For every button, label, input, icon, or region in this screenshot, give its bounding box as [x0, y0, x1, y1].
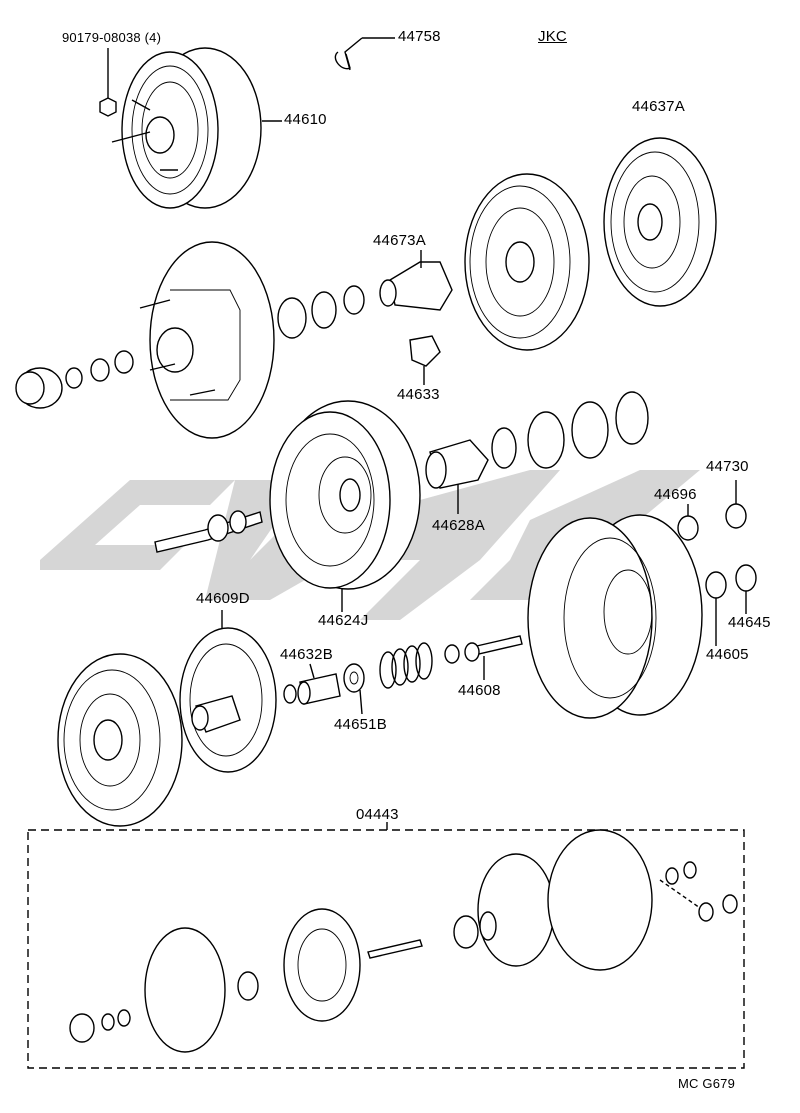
rod-44608 — [444, 635, 523, 680]
valve-body-44673A — [379, 261, 453, 311]
diaphragm-disc — [464, 173, 590, 351]
label-90179-08038: 90179-08038 (4) — [62, 30, 162, 45]
label-44633: 44633 — [397, 386, 440, 403]
key-44633 — [409, 335, 441, 385]
seal-rings-middle — [491, 391, 649, 469]
leader-44758 — [344, 37, 395, 71]
label-44651B: 44651B — [334, 716, 387, 733]
label-04443: 04443 — [356, 806, 399, 823]
label-44624J: 44624J — [318, 612, 369, 629]
assembly-04443-parts — [69, 829, 738, 1053]
plate-44624J — [269, 400, 421, 612]
retainer-44651B — [343, 663, 365, 715]
retainer-44605 — [705, 571, 727, 646]
retainer-44645 — [735, 564, 757, 614]
label-44673A: 44673A — [373, 232, 426, 249]
label-44637A: 44637A — [632, 98, 685, 115]
clip-44758 — [334, 51, 351, 70]
seal-rings-upper — [277, 285, 365, 339]
label-44628A: 44628A — [432, 517, 485, 534]
label-44632B: 44632B — [280, 646, 333, 663]
rear-shell — [139, 241, 275, 439]
nut-90179 — [99, 97, 117, 117]
label-code: JKC — [538, 28, 567, 45]
seal-44632B — [283, 663, 341, 705]
return-spring — [379, 642, 433, 689]
bushing-44696 — [677, 504, 699, 541]
label-44610: 44610 — [284, 111, 327, 128]
label-44605: 44605 — [706, 646, 749, 663]
rear-housing — [527, 514, 703, 719]
valve-body-44628A — [425, 439, 489, 514]
front-shell-44610 — [111, 47, 262, 209]
diaphragm-44637A — [603, 137, 717, 307]
push-rod — [154, 510, 263, 553]
label-44696: 44696 — [654, 486, 697, 503]
check-valve-44730 — [725, 480, 747, 529]
figure-id: MC G679 — [678, 1076, 736, 1091]
label-44758: 44758 — [398, 28, 441, 45]
label-44730: 44730 — [706, 458, 749, 475]
disc-left — [57, 653, 183, 827]
seal-stack-left — [15, 350, 134, 409]
assembly-04443-frame — [27, 822, 745, 1069]
label-44645: 44645 — [728, 614, 771, 631]
label-44609D: 44609D — [196, 590, 250, 607]
plate-44609D — [179, 610, 277, 773]
label-44608: 44608 — [458, 682, 501, 699]
